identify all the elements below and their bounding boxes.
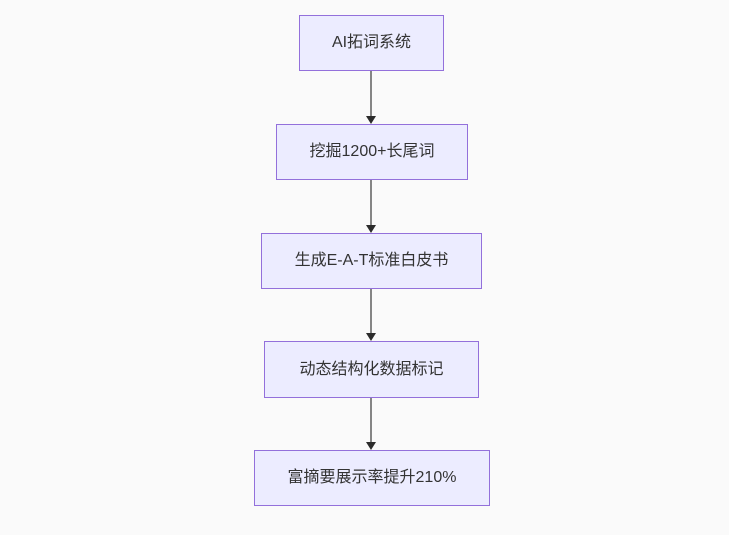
flowchart-node-structured-data: 动态结构化数据标记 <box>264 341 479 398</box>
arrowhead-down-icon <box>366 333 376 341</box>
arrowhead-down-icon <box>366 116 376 124</box>
flowchart-arrow-4 <box>365 398 377 450</box>
flowchart-arrow-3 <box>365 289 377 341</box>
arrowhead-down-icon <box>366 442 376 450</box>
flowchart-node-ai-system: AI拓词系统 <box>299 15 444 71</box>
flowchart-arrow-2 <box>365 180 377 233</box>
flowchart-node-eat-whitepaper: 生成E-A-T标准白皮书 <box>261 233 482 289</box>
arrow-line <box>370 289 372 335</box>
node-label: 挖掘1200+长尾词 <box>309 143 435 160</box>
node-label: 动态结构化数据标记 <box>299 360 444 378</box>
flowchart-node-rich-snippet-result: 富摘要展示率提升210% <box>254 450 490 506</box>
flowchart-arrow-1 <box>365 71 377 124</box>
arrow-line <box>370 71 372 118</box>
node-label: 富摘要展示率提升210% <box>287 469 457 486</box>
node-label: AI拓词系统 <box>331 34 412 51</box>
arrow-line <box>370 398 372 444</box>
node-label: 生成E-A-T标准白皮书 <box>294 252 449 269</box>
arrow-line <box>370 180 372 227</box>
flowchart-node-longtail-mining: 挖掘1200+长尾词 <box>276 124 468 180</box>
arrowhead-down-icon <box>366 225 376 233</box>
